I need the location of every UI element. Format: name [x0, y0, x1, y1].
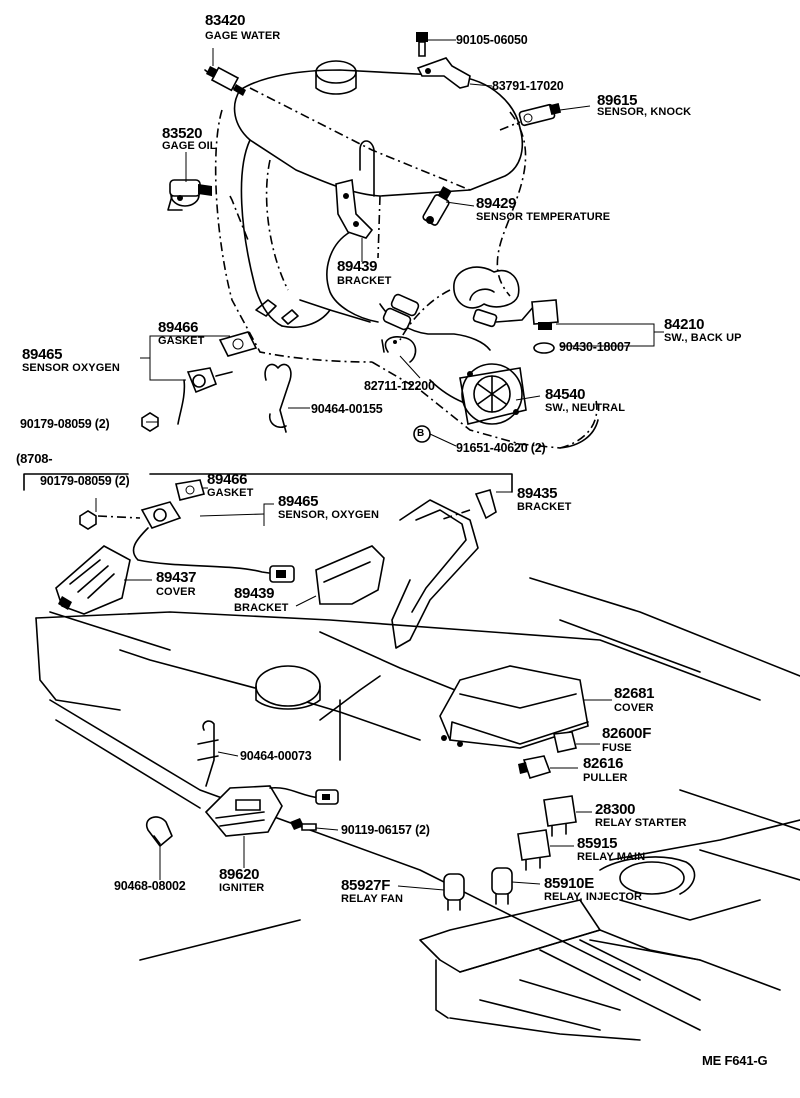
bracket-part-89439-upper	[336, 180, 372, 262]
part-name-89429: SENSOR TEMPERATURE	[476, 211, 611, 223]
bracket-part-83791	[418, 58, 470, 88]
part-name-82600f: FUSE	[602, 742, 632, 754]
part-number-84540: 84540	[545, 386, 586, 403]
part-name-89437: COVER	[156, 586, 196, 598]
fuse-box-cover-part	[440, 666, 588, 748]
back-up-switch-part	[454, 267, 558, 353]
part-number-89466-lower: 89466	[207, 471, 248, 488]
igniter-part	[206, 786, 338, 836]
part-name-89615: SENSOR, KNOCK	[597, 106, 692, 118]
gage-water-part	[205, 66, 246, 96]
relay-starter-part	[544, 796, 576, 836]
part-name-89465-lower: SENSOR, OXYGEN	[278, 509, 380, 521]
part-name-28300: RELAY STARTER	[595, 817, 687, 829]
section-divider	[24, 474, 512, 492]
part-name-89465-upper: SENSOR OXYGEN	[22, 362, 120, 374]
part-name-82616: PULLER	[583, 772, 628, 784]
part-name-89439-upper: BRACKET	[337, 275, 392, 287]
bolt-part-90105	[416, 32, 428, 56]
part-number-89429: 89429	[476, 195, 517, 212]
part-number-89439-lower: 89439	[234, 585, 275, 602]
temperature-sensor-part	[422, 186, 452, 226]
part-number-90179-lower: 90179-08059 (2)	[40, 474, 130, 488]
oxygen-sensor-part-upper	[178, 368, 232, 424]
part-number-89615: 89615	[597, 92, 638, 109]
part-name-82681: COVER	[614, 702, 654, 714]
oxygen-sensor-part-lower	[133, 502, 294, 582]
fitting-part-2	[282, 310, 298, 324]
part-number-89465-upper: 89465	[22, 346, 63, 363]
part-name-89466-upper: GASKET	[158, 335, 205, 347]
nut-part-lower	[80, 511, 140, 529]
part-number-82600f: 82600F	[602, 725, 652, 742]
part-number-83791: 83791-17020	[492, 79, 564, 93]
puller-part	[518, 756, 550, 778]
bracket-part-89439-lower	[316, 546, 384, 604]
bolt-marker: B	[417, 428, 425, 439]
part-number-89620: 89620	[219, 866, 260, 883]
part-name-85927f: RELAY FAN	[341, 893, 404, 905]
knock-sensor-part	[500, 102, 562, 130]
part-number-90105: 90105-06050	[456, 33, 528, 47]
part-name-85910e: RELAY, INJECTOR	[544, 891, 643, 903]
part-number-85915: 85915	[577, 835, 618, 852]
part-number-91651: 91651-40620 (2)	[456, 441, 546, 455]
part-name-83420: GAGE WATER	[205, 30, 281, 42]
part-number-89465-lower: 89465	[278, 493, 319, 510]
part-number-84210: 84210	[664, 316, 705, 333]
clamp-part-82711	[382, 337, 416, 362]
part-number-89439-upper: 89439	[337, 258, 378, 275]
part-number-83520: 83520	[162, 125, 203, 142]
body-panels	[36, 578, 800, 1040]
part-number-90430: 90430-18007	[559, 340, 631, 354]
part-number-89435: 89435	[517, 485, 558, 502]
neutral-switch-part	[380, 293, 526, 424]
part-number-28300: 28300	[595, 801, 636, 818]
relay-fan-part	[444, 874, 464, 910]
part-number-90464-upper: 90464-00155	[311, 402, 383, 416]
relay-injector-part	[492, 868, 512, 904]
part-number-89466-upper: 89466	[158, 319, 199, 336]
clamp-part-90468	[147, 817, 172, 846]
part-number-90468: 90468-08002	[114, 879, 186, 893]
part-number-90119: 90119-06157 (2)	[341, 823, 430, 837]
part-number-85927f: 85927F	[341, 877, 391, 894]
part-number-82711: 82711-12200	[364, 379, 435, 393]
part-number-90464-lower: 90464-00073	[240, 749, 312, 763]
part-number-82616: 82616	[583, 755, 624, 772]
part-name-89620: IGNITER	[219, 882, 265, 894]
part-number-83420: 83420	[205, 12, 246, 29]
bracket-part-89435	[392, 490, 496, 648]
part-number-82681: 82681	[614, 685, 655, 702]
gasket-part-upper	[220, 332, 256, 356]
part-number-89437: 89437	[156, 569, 197, 586]
leader-lines	[96, 40, 664, 890]
figure-code: ME F641-G	[702, 1053, 768, 1068]
bolt-part-90119	[290, 818, 316, 830]
relay-main-part	[518, 830, 550, 870]
cover-part-89437	[56, 546, 130, 614]
part-name-89439-lower: BRACKET	[234, 602, 289, 614]
clamp-part-90464-upper	[265, 364, 291, 432]
part-name-89466-lower: GASKET	[207, 487, 254, 499]
part-number-85910e: 85910E	[544, 875, 594, 892]
part-number-90179-upper: 90179-08059 (2)	[20, 417, 110, 431]
part-name-84540: SW., NEUTRAL	[545, 402, 626, 414]
gasket-part-lower	[176, 480, 204, 500]
part-name-89435: BRACKET	[517, 501, 572, 513]
part-name-84210: SW., BACK UP	[664, 332, 742, 344]
gage-oil-part	[168, 180, 212, 210]
clamp-part-90464-lower	[198, 721, 218, 786]
part-name-83520: GAGE OIL	[162, 140, 217, 152]
fitting-part	[256, 300, 276, 316]
section-heading: (8708-	[16, 451, 53, 466]
fuse-part	[554, 732, 576, 752]
part-name-85915: RELAY MAIN	[577, 851, 646, 863]
